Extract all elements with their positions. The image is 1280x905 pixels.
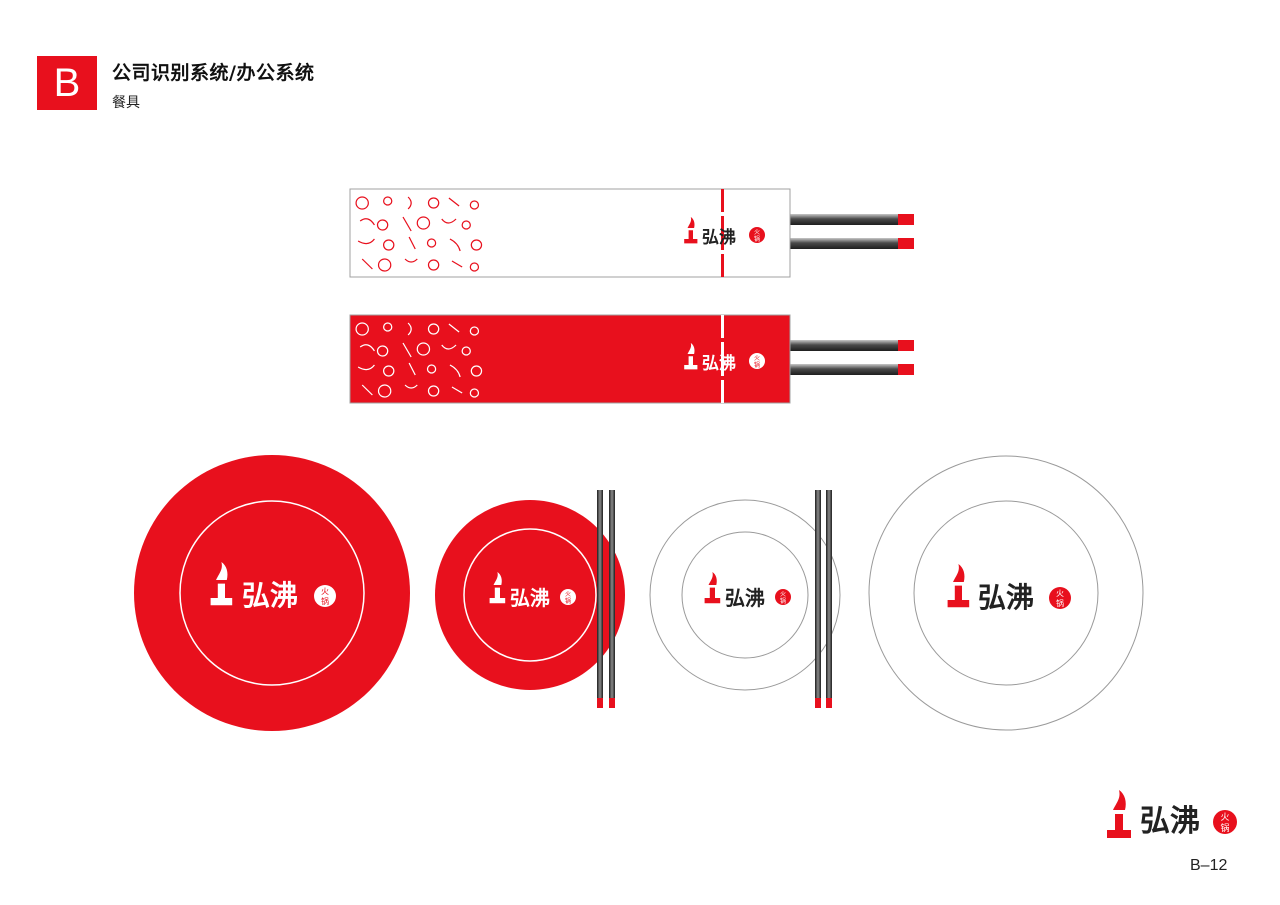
logo-text: 弘沸 (702, 353, 736, 374)
logo-suffix-bottom: 锅 (780, 597, 786, 605)
logo-text: 弘沸 (1140, 804, 1200, 839)
chopstick-sleeve-red: 弘沸 火 锅 (349, 314, 914, 404)
logo-suffix-top: 火 (754, 355, 760, 362)
page-number: B–12 (1190, 857, 1228, 874)
section-badge: B (37, 56, 97, 110)
logo-suffix-top: 火 (780, 591, 786, 598)
plate-small-red: 弘沸 火 锅 (435, 500, 625, 690)
logo-text: 弘沸 (978, 581, 1034, 614)
logo-text: 弘沸 (725, 586, 765, 610)
logo-text: 弘沸 (510, 586, 550, 610)
chopstick-sleeve-white: 弘沸 火 锅 (349, 188, 914, 278)
footer-brand-logo: 弘沸 火 锅 (1107, 790, 1237, 839)
plate-large-white: 弘沸 火 锅 (868, 455, 1144, 731)
logo-suffix-bottom: 锅 (1220, 823, 1229, 834)
logo-suffix-bottom: 锅 (754, 235, 760, 243)
page-subtitle: 餐具 (112, 95, 140, 111)
page-title: 公司识别系统/办公系统 (112, 62, 315, 84)
logo-suffix-top: 火 (1056, 589, 1064, 598)
brand-logo: 弘沸 火 锅 (684, 217, 765, 248)
plate-small-white: 弘沸 火 锅 (649, 499, 841, 691)
logo-suffix-bottom: 锅 (754, 361, 760, 369)
brand-logo-white: 弘沸 火 锅 (684, 343, 765, 374)
logo-suffix-bottom: 锅 (1056, 598, 1064, 608)
chopsticks-vertical-2 (815, 490, 832, 708)
section-letter: B (53, 60, 81, 105)
logo-suffix-top: 火 (321, 587, 329, 596)
logo-text: 弘沸 (242, 579, 298, 612)
plate-large-red: 弘沸 火 锅 (134, 455, 410, 731)
logo-suffix-top: 火 (754, 229, 760, 236)
logo-suffix-top: 火 (1220, 812, 1229, 823)
logo-text: 弘沸 (702, 227, 736, 248)
chopsticks-top-pair (790, 214, 914, 249)
chopsticks-vertical-1 (597, 490, 615, 708)
logo-suffix-top: 火 (565, 591, 571, 598)
logo-suffix-bottom: 锅 (565, 597, 571, 605)
logo-suffix-bottom: 锅 (321, 596, 329, 606)
